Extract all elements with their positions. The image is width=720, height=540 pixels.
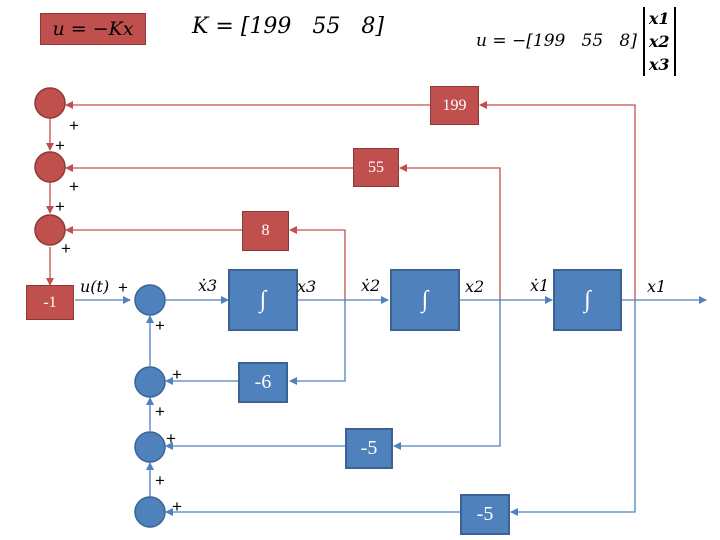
feedback-gain-a2: -5 (345, 428, 393, 469)
plus-sign: + (155, 471, 165, 490)
integrator-x1: ∫ (553, 269, 622, 331)
wire-x2-to-k2 (399, 164, 501, 300)
red-summing-junctions (34, 87, 66, 246)
plus-sign: + (55, 197, 65, 216)
wire-x1-to-a1 (510, 300, 636, 516)
signal-x3: x3 (297, 277, 317, 296)
wire-x2-to-a2 (393, 300, 501, 450)
plus-sign: + (155, 316, 165, 335)
state-x2: x2 (648, 31, 670, 51)
plus-sign: + (61, 239, 71, 258)
signal-x1dot: ẋ1 (530, 276, 550, 295)
gain-definition: K = [199 55 8] (192, 14, 384, 39)
control-law-text: u = −Kx (52, 18, 134, 40)
plus-sign: + (118, 278, 128, 297)
signal-x2dot: ẋ2 (361, 276, 381, 295)
control-law-label: u = −Kx (40, 13, 146, 45)
feedback-gain-a1: -5 (460, 494, 510, 535)
plus-sign: + (55, 136, 65, 155)
plus-sign: + (155, 402, 165, 421)
wire-x1-to-k1 (479, 101, 636, 300)
signal-u: u(t) (80, 277, 110, 296)
expanded-law: u = −[199 55 8] x1 x2 x3 (476, 5, 676, 77)
plus-sign: + (69, 116, 79, 135)
expanded-law-prefix: u = −[199 55 8] (476, 31, 637, 51)
state-vector: x1 x2 x3 (642, 6, 676, 76)
state-x3: x3 (648, 54, 670, 74)
signal-x3dot: ẋ3 (198, 276, 218, 295)
integrator-x3: ∫ (228, 269, 298, 331)
signal-x2: x2 (465, 277, 485, 296)
plus-sign: + (172, 497, 182, 516)
plus-sign: + (69, 177, 79, 196)
feedback-gain-a3: -6 (238, 362, 288, 403)
wire-x3-to-a3 (289, 300, 346, 385)
gain-block-neg: -1 (26, 285, 74, 320)
gain-block-k2: 55 (353, 148, 399, 187)
wire-x3-to-k3 (289, 226, 346, 300)
plus-sign: + (166, 429, 176, 448)
blue-summing-junctions (134, 284, 166, 528)
plus-sign: + (172, 365, 182, 384)
integrator-x2: ∫ (390, 269, 460, 331)
state-x1: x1 (648, 8, 670, 28)
gain-block-k1: 199 (430, 86, 479, 125)
gain-block-k3: 8 (242, 211, 289, 251)
signal-x1: x1 (647, 277, 667, 296)
